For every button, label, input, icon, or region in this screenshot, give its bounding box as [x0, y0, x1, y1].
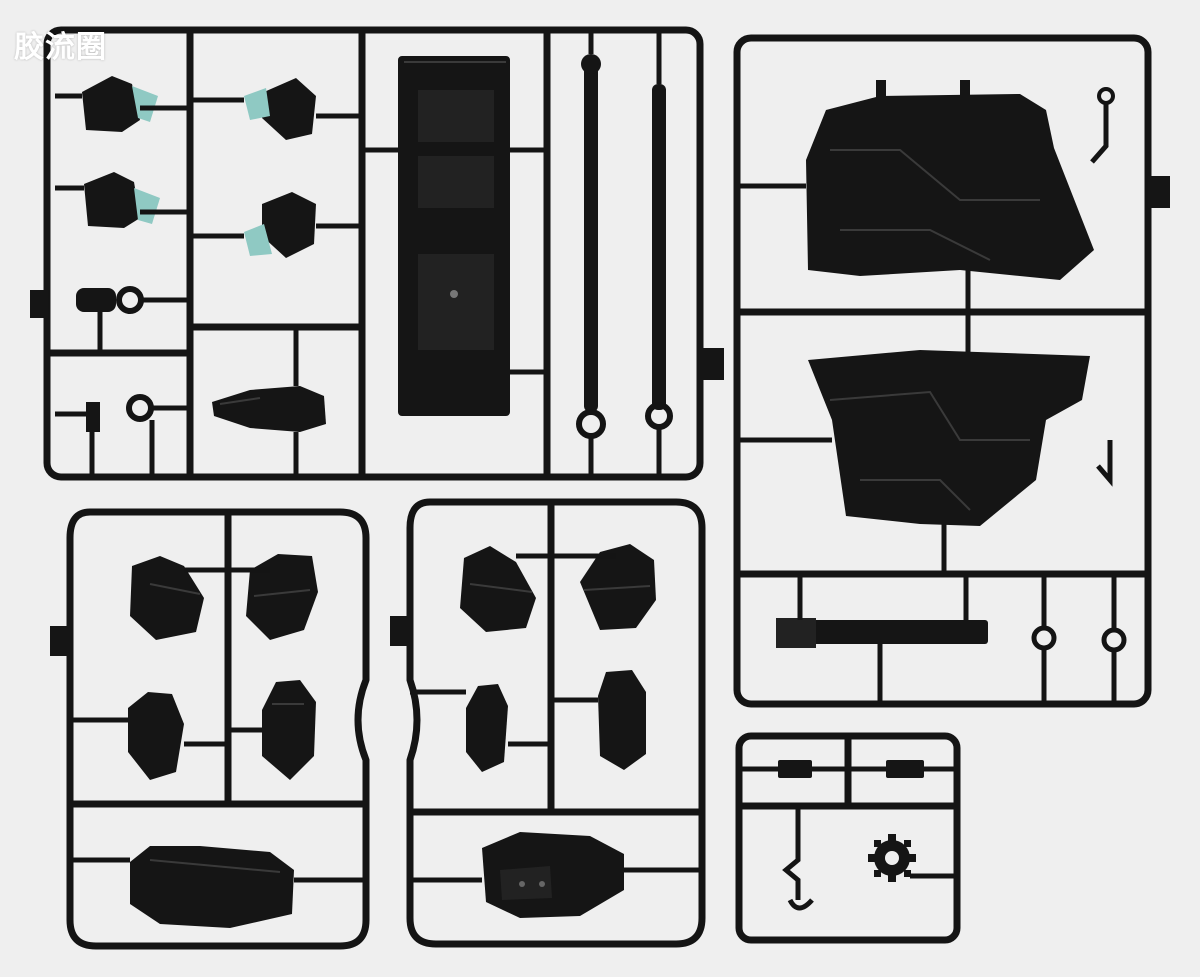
- sprue-large-top-left: [30, 26, 724, 481]
- sprue-bottom-middle: [390, 498, 706, 948]
- sprue-bottom-left: [50, 508, 370, 950]
- sprue-small-bottom-right: [735, 732, 961, 944]
- sprue-tall-right: [733, 34, 1170, 708]
- watermark-logo: 胶流圈: [14, 30, 107, 65]
